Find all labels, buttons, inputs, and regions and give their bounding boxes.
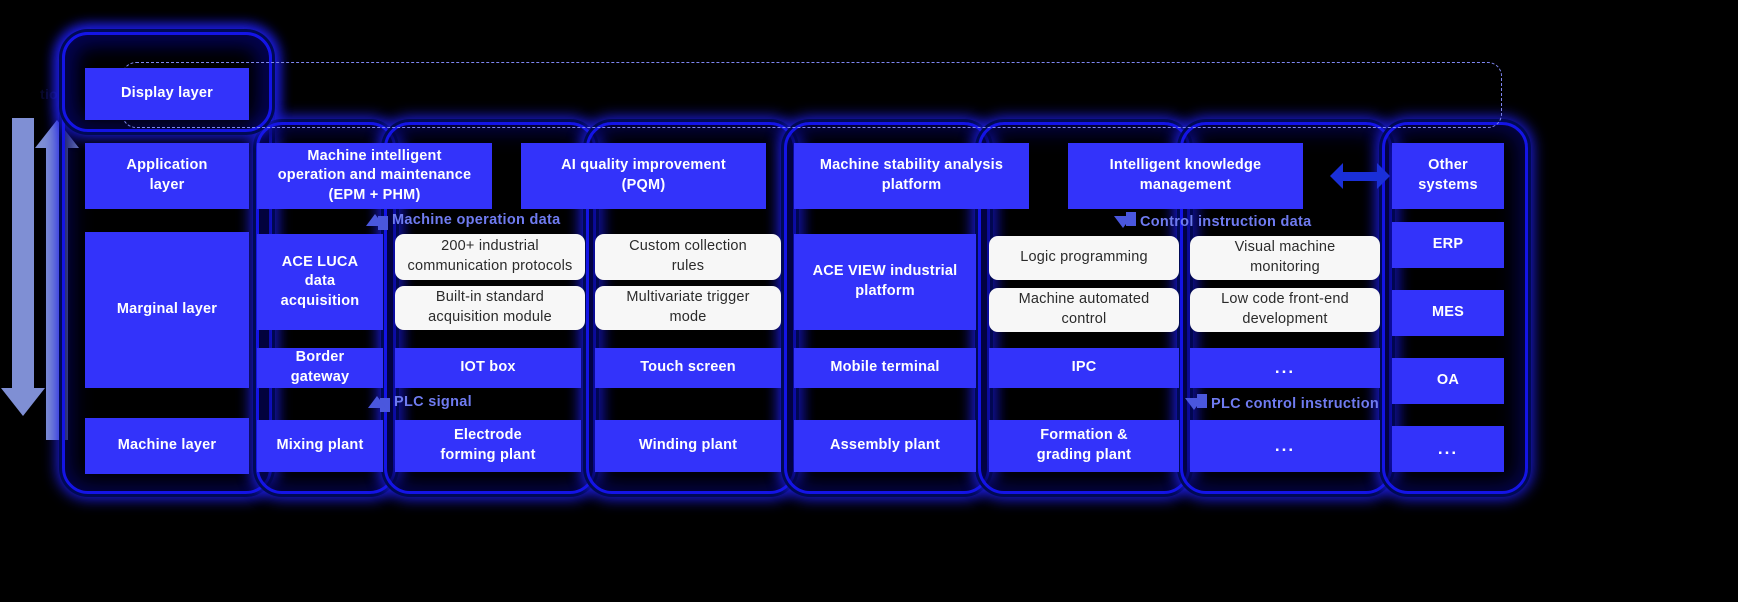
feature-card-machine-automated-control[interactable]: Machine automated control xyxy=(989,288,1179,332)
clipped-left-caption: tion xyxy=(40,86,67,102)
feature-card-builtin-module[interactable]: Built-in standard acquisition module xyxy=(395,286,585,330)
arrow-up-icon xyxy=(366,214,384,226)
down-arrow-head xyxy=(1,388,45,416)
other-systems-header[interactable]: Other systems xyxy=(1392,143,1504,209)
system-erp[interactable]: ERP xyxy=(1392,222,1504,268)
feature-card-multivariate-trigger[interactable]: Multivariate trigger mode xyxy=(595,286,781,330)
device-more[interactable]: ... xyxy=(1190,348,1380,388)
feature-card-low-code-development[interactable]: Low code front-end development xyxy=(1190,288,1380,332)
device-iot-box[interactable]: IOT box xyxy=(395,348,581,388)
layer-label-application: Application layer xyxy=(85,143,249,209)
ace-view-industrial-platform[interactable]: ACE VIEW industrial platform xyxy=(794,234,976,330)
up-arrow-shaft xyxy=(46,148,68,440)
app-item-3[interactable]: Intelligent knowledge management xyxy=(1068,143,1303,209)
arrow-up-icon xyxy=(368,396,386,408)
app-item-2[interactable]: Machine stability analysis platform xyxy=(794,143,1029,209)
down-arrow-shaft xyxy=(12,118,34,390)
bidirectional-link-arrow xyxy=(1330,163,1390,189)
plant-more[interactable]: ... xyxy=(1190,420,1380,472)
ace-luca-data-acquisition[interactable]: ACE LUCA data acquisition xyxy=(257,234,383,330)
control-instruction-data-label: Control instruction data xyxy=(1114,214,1312,230)
device-ipc[interactable]: IPC xyxy=(989,348,1179,388)
system-mes[interactable]: MES xyxy=(1392,290,1504,336)
app-item-0[interactable]: Machine intelligent operation and mainte… xyxy=(257,143,492,209)
plant-winding[interactable]: Winding plant xyxy=(595,420,781,472)
plc-control-instruction-label: PLC control instruction xyxy=(1185,396,1379,412)
device-mobile-terminal[interactable]: Mobile terminal xyxy=(794,348,976,388)
plc-signal-label: PLC signal xyxy=(368,394,472,410)
layer-label-display: Display layer xyxy=(85,68,249,120)
band-label-text: Machine operation data xyxy=(392,212,561,228)
plant-mixing[interactable]: Mixing plant xyxy=(257,420,383,472)
arrow-down-icon xyxy=(1114,216,1132,228)
app-item-1[interactable]: AI quality improvement (PQM) xyxy=(521,143,766,209)
layer-label-machine: Machine layer xyxy=(85,418,249,474)
feature-card-custom-collection[interactable]: Custom collection rules xyxy=(595,234,781,280)
plant-assembly[interactable]: Assembly plant xyxy=(794,420,976,472)
plant-formation-grading[interactable]: Formation & grading plant xyxy=(989,420,1179,472)
plant-electrode-forming[interactable]: Electrode forming plant xyxy=(395,420,581,472)
arrow-right-head-icon xyxy=(1377,163,1390,189)
device-touch-screen[interactable]: Touch screen xyxy=(595,348,781,388)
band-label-text: PLC signal xyxy=(394,394,472,410)
system-more[interactable]: ... xyxy=(1392,426,1504,472)
layer-label-marginal: Marginal layer xyxy=(85,232,249,388)
arrow-shaft xyxy=(1343,172,1377,181)
feature-card-visual-monitoring[interactable]: Visual machine monitoring xyxy=(1190,236,1380,280)
up-arrow-head xyxy=(35,120,79,148)
feature-card-logic-programming[interactable]: Logic programming xyxy=(989,236,1179,280)
arrow-left-head-icon xyxy=(1330,163,1343,189)
machine-operation-data-label: Machine operation data xyxy=(366,212,561,228)
display-layer-dashed-outline xyxy=(122,62,1502,128)
system-oa[interactable]: OA xyxy=(1392,358,1504,404)
band-label-text: Control instruction data xyxy=(1140,214,1312,230)
device-border-gateway[interactable]: Border gateway xyxy=(257,348,383,388)
band-label-text: PLC control instruction xyxy=(1211,396,1380,412)
arrow-down-icon xyxy=(1185,398,1203,410)
feature-card-protocols[interactable]: 200+ industrial communication protocols xyxy=(395,234,585,280)
